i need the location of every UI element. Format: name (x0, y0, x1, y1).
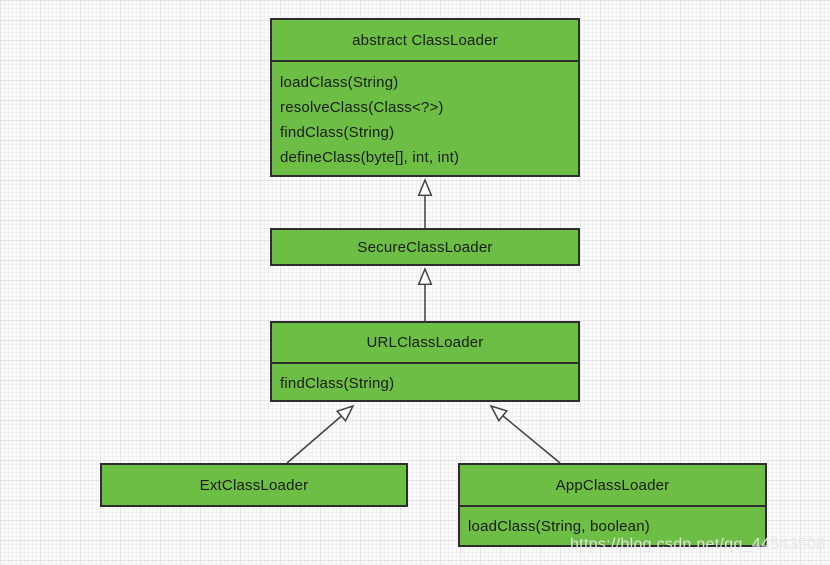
method-item: resolveClass(Class<?>) (280, 99, 444, 116)
class-title: abstract ClassLoader (352, 31, 498, 49)
class-title: ExtClassLoader (199, 476, 309, 494)
method-list: loadClass(String, boolean) (460, 507, 765, 539)
method-list: findClass(String) (272, 364, 578, 396)
class-box-url-classloader: URLClassLoader findClass(String) (270, 321, 580, 402)
method-item: defineClass(byte[], int, int) (280, 149, 460, 166)
method-item: findClass(String) (280, 375, 395, 392)
edge-app-to-url (489, 404, 561, 464)
method-item: findClass(String) (280, 124, 395, 141)
class-title: AppClassLoader (555, 476, 670, 494)
watermark-url: https://blog.csdn.net/qq_44543508 (570, 536, 826, 553)
class-box-app-classloader: AppClassLoader loadClass(String, boolean… (458, 463, 767, 547)
method-list: loadClass(String) resolveClass(Class<?>)… (272, 62, 578, 170)
class-box-ext-classloader: ExtClassLoader (100, 463, 408, 507)
method-item: loadClass(String, boolean) (468, 518, 650, 535)
class-box-abstract-classloader: abstract ClassLoader loadClass(String) r… (270, 18, 580, 177)
compartment-divider (272, 362, 578, 364)
compartment-divider (460, 505, 765, 507)
compartment-divider (272, 60, 578, 62)
edge-ext-to-url (286, 404, 355, 464)
method-item: loadClass(String) (280, 74, 399, 91)
class-title: URLClassLoader (366, 334, 484, 351)
class-title: SecureClassLoader (357, 238, 493, 256)
class-box-secure-classloader: SecureClassLoader (270, 228, 580, 266)
